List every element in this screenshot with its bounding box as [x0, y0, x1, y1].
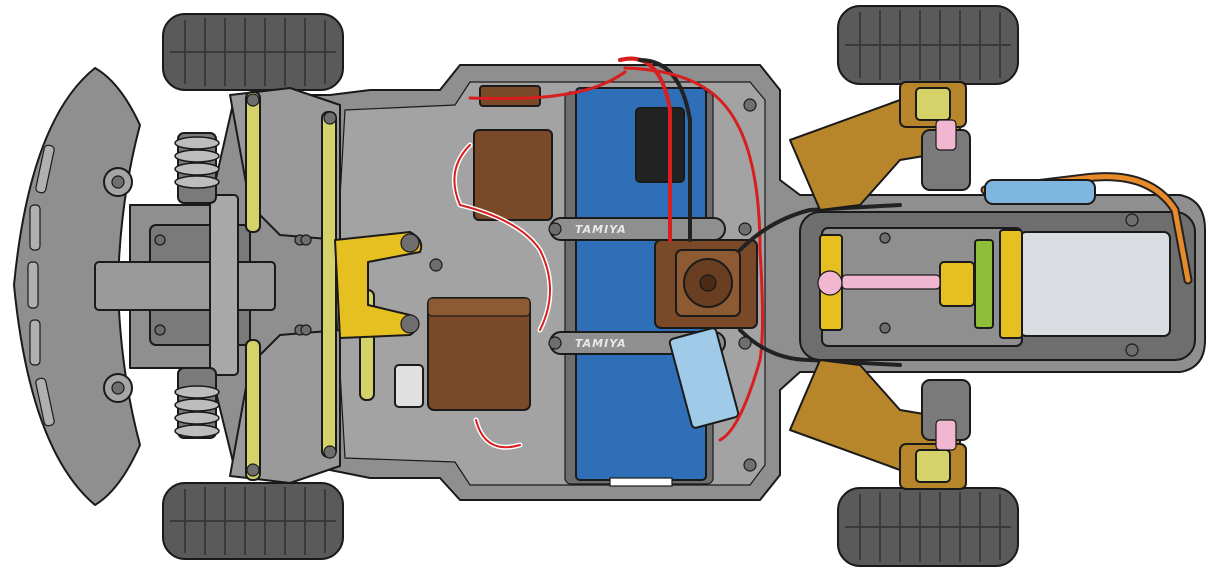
tire-icon-front-right	[162, 482, 344, 560]
battery-strap-top: TAMIYA	[549, 217, 726, 241]
front-suspension	[94, 87, 423, 484]
steering-arm	[334, 231, 423, 339]
rear-shock-left	[921, 119, 971, 191]
front-bumper-icon	[13, 67, 141, 506]
receiver-icon	[473, 85, 553, 221]
front-shock-left	[174, 132, 220, 204]
brand-label-bottom: TAMIYA	[575, 337, 627, 350]
brand-label-top: TAMIYA	[575, 223, 627, 236]
wiring	[451, 56, 902, 450]
servo-icon	[394, 297, 531, 411]
motor-icon	[980, 172, 1193, 339]
spur-gear-icon	[817, 234, 994, 331]
tire-icon-rear-left	[837, 5, 1019, 85]
rear-suspension	[789, 81, 971, 490]
rear-shock-right	[921, 379, 971, 451]
tire-icon-front-left	[162, 13, 344, 91]
tire-icon-rear-right	[837, 487, 1019, 567]
screws	[300, 98, 1139, 472]
front-shock-right	[174, 367, 220, 439]
esc-fan-icon	[654, 239, 758, 429]
